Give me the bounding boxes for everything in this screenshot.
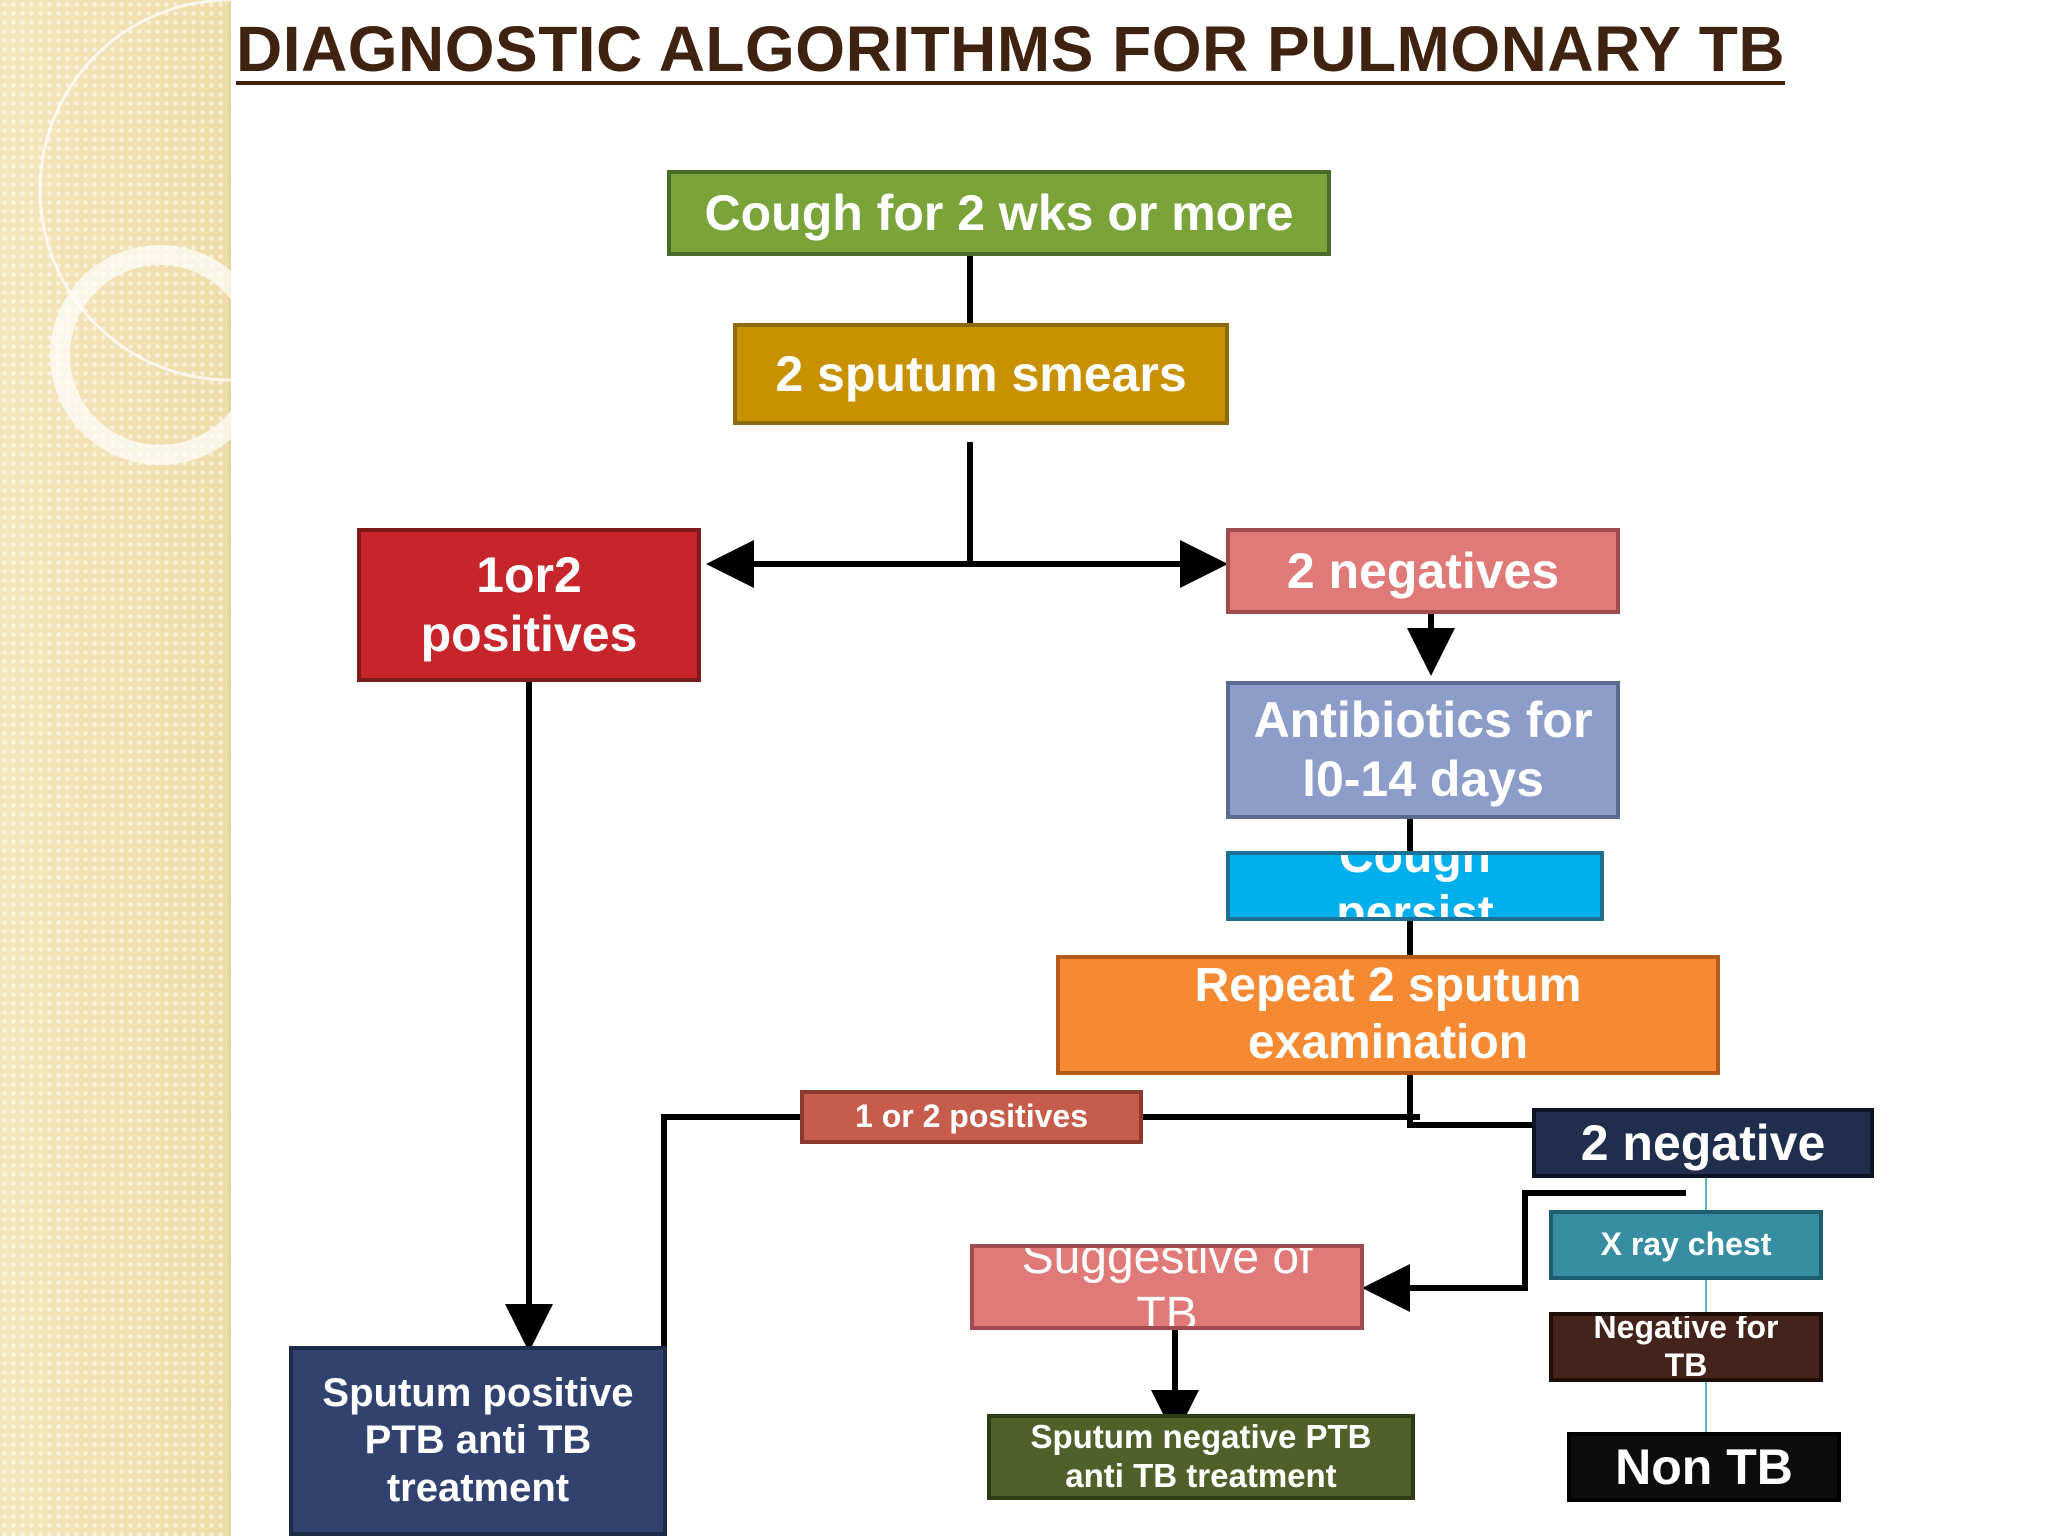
node-sputum-negative-treatment: Sputum negative PTB anti TB treatment [987, 1414, 1415, 1500]
node-xray-chest-label: X ray chest [1600, 1226, 1772, 1263]
node-negative-for-tb-label: Negative for TB [1593, 1312, 1779, 1382]
connectors [505, 256, 1707, 1438]
connector-positives-2-left [661, 1114, 800, 1400]
node-negative-for-tb: Negative for TB [1549, 1312, 1823, 1382]
node-antibiotics: Antibiotics for l0-14 days [1226, 681, 1620, 819]
connector-negative-2-to-suggestive [1362, 1190, 1686, 1312]
node-2-negatives-label: 2 negatives [1286, 542, 1560, 599]
node-2-negative-label: 2 negative [1580, 1114, 1826, 1171]
node-repeat-examination-label: Repeat 2 sputum examination [1194, 959, 1582, 1069]
node-non-tb-label: Non TB [1615, 1438, 1793, 1495]
node-antibiotics-label: Antibiotics for l0-14 days [1253, 692, 1593, 807]
node-2-negatives: 2 negatives [1226, 528, 1620, 614]
node-xray-chest: X ray chest [1549, 1210, 1823, 1280]
node-cough-label: Cough for 2 wks or more [704, 184, 1294, 241]
node-1or2-positives-label: 1or2 positives [420, 547, 638, 662]
node-cough-persist: Cough persist [1226, 851, 1604, 921]
node-1-or-2-positives-label: 1 or 2 positives [855, 1098, 1088, 1135]
node-suggestive-of-tb: Suggestive of TB [970, 1244, 1364, 1330]
node-2-negative: 2 negative [1532, 1108, 1874, 1178]
node-suggestive-of-tb-label: Suggestive of TB [1021, 1244, 1313, 1330]
node-sputum-smears: 2 sputum smears [733, 323, 1229, 425]
node-sputum-smears-label: 2 sputum smears [775, 345, 1187, 402]
node-1or2-positives: 1or2 positives [357, 528, 701, 682]
node-cough-persist-label: Cough persist [1336, 851, 1494, 921]
node-sputum-positive-treatment-label: Sputum positive PTB anti TB treatment [322, 1371, 634, 1510]
connector-to-negative-2 [1407, 1117, 1532, 1128]
page-title: DIAGNOSTIC ALGORITHMS FOR PULMONARY TB [236, 13, 1786, 85]
node-non-tb: Non TB [1567, 1432, 1841, 1502]
node-sputum-negative-treatment-label: Sputum negative PTB anti TB treatment [1030, 1418, 1372, 1494]
node-repeat-examination: Repeat 2 sputum examination [1056, 955, 1720, 1075]
node-cough: Cough for 2 wks or more [667, 170, 1331, 256]
node-1-or-2-positives: 1 or 2 positives [800, 1090, 1143, 1144]
node-sputum-positive-treatment: Sputum positive PTB anti TB treatment [289, 1346, 667, 1536]
